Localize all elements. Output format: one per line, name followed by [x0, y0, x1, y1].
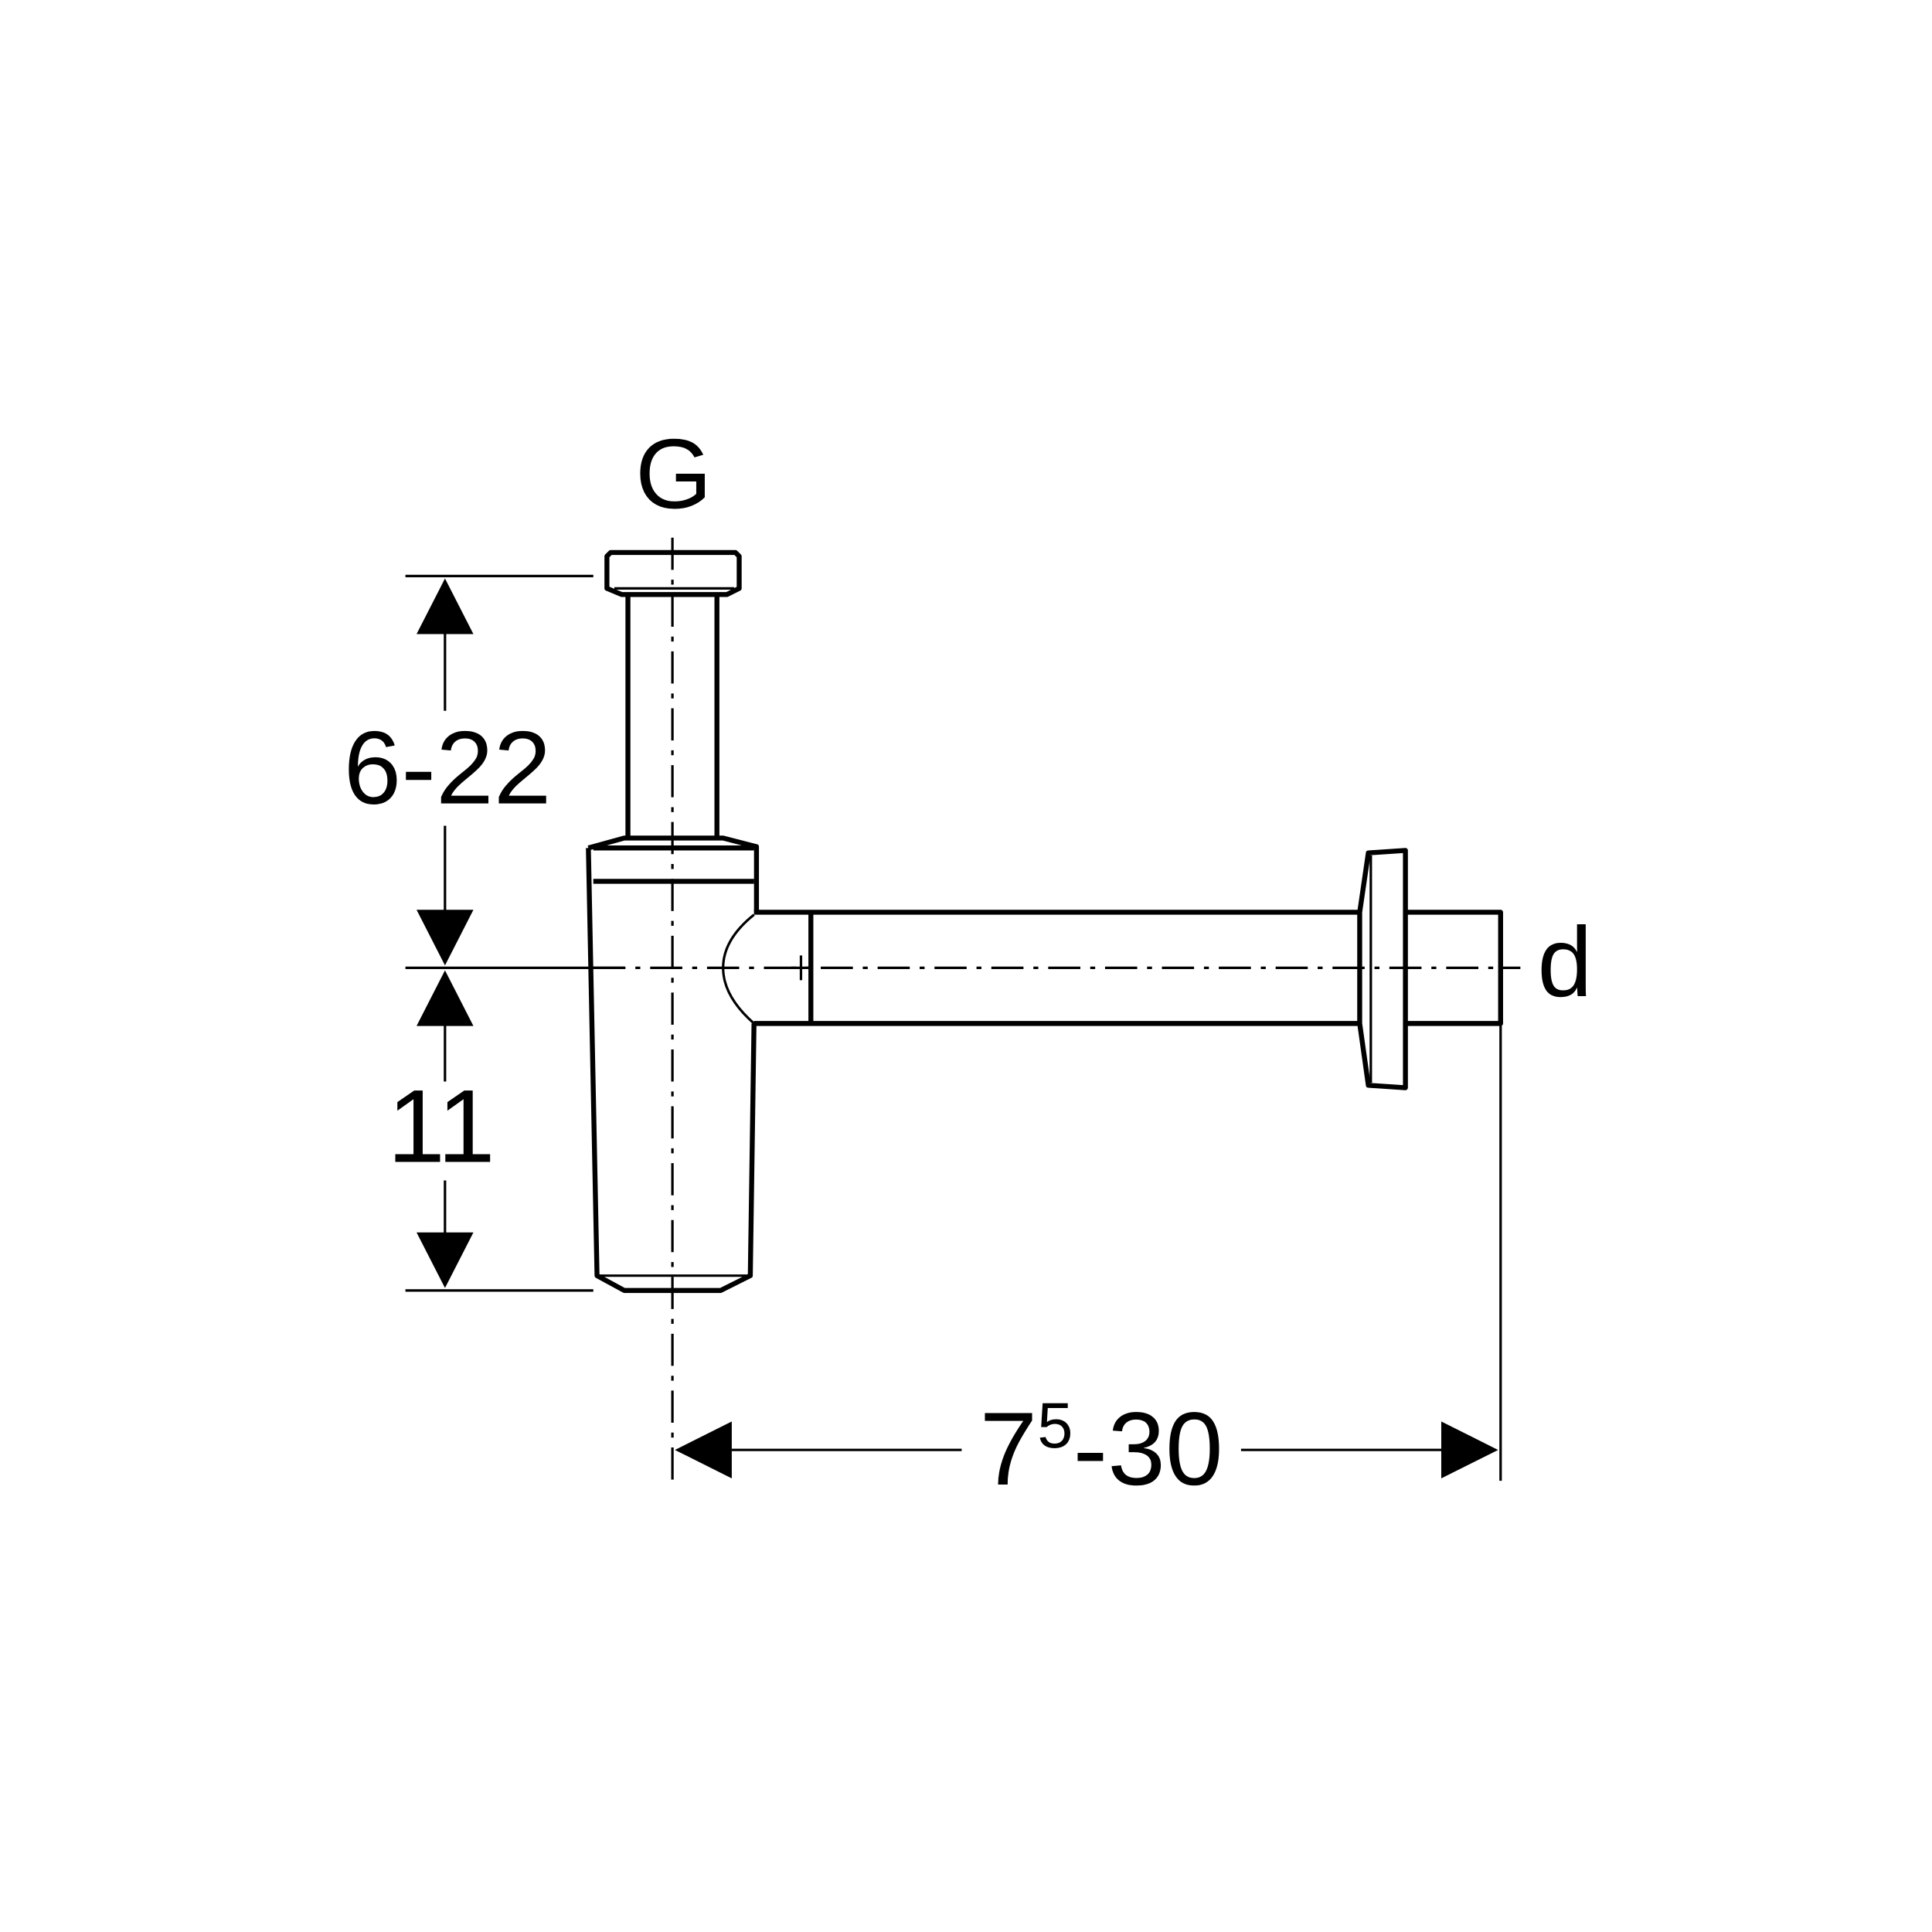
arrow-up-icon [417, 578, 474, 634]
elbow-arc [722, 913, 755, 1025]
arrow-right-icon [1441, 1421, 1498, 1478]
centerlines [593, 537, 1521, 1481]
label-lower-height: 11 [387, 1069, 495, 1185]
horizontal-rest: -30 [1073, 1391, 1223, 1507]
arrow-down-icon [417, 1232, 474, 1288]
arrow-left-icon [675, 1421, 732, 1478]
tail-pipe [1405, 910, 1503, 1026]
siphon-body [586, 549, 1503, 1294]
label-vertical-adjust: 6-22 [344, 710, 552, 826]
stem [625, 595, 719, 838]
label-horizontal: 75-30 [980, 1389, 1223, 1507]
arrow-up-icon [417, 970, 474, 1026]
top-cap [604, 549, 742, 597]
label-d: d [1537, 907, 1592, 1018]
horizontal-main: 7 [980, 1391, 1038, 1507]
arrow-down-icon [417, 910, 474, 966]
wall-flange [1357, 848, 1408, 1090]
horizontal-sup: 5 [1037, 1389, 1073, 1461]
label-g: G [635, 419, 713, 529]
dimensions [405, 574, 1502, 1481]
